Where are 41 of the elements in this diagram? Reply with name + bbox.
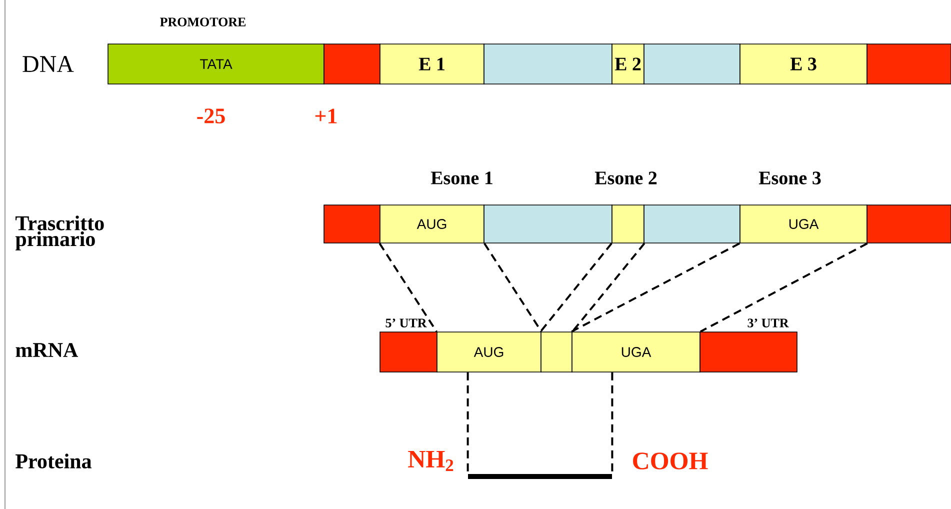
terminus-label: COOH — [633, 452, 708, 470]
region-label: PROMOTORE — [160, 18, 246, 26]
segment-box — [644, 204, 740, 244]
exon-box: E 1 — [380, 44, 484, 84]
connector-line — [611, 372, 614, 474]
connector-line — [572, 242, 646, 332]
segment-box — [484, 204, 612, 244]
row-label: Proteina — [16, 454, 92, 468]
segment-box — [324, 44, 380, 84]
segment-box — [540, 332, 572, 372]
exon-label: Esone 2 — [594, 172, 657, 184]
exon-box: UGA — [740, 204, 868, 244]
region-label: 5’ UTR — [386, 318, 427, 328]
protein-bar — [468, 474, 612, 479]
segment-box — [866, 204, 951, 244]
row-label: Trascritto primario — [15, 216, 104, 250]
connector-line — [571, 242, 740, 332]
segment-box — [644, 44, 740, 84]
row-label: mRNA — [16, 343, 78, 357]
segment-box — [484, 44, 612, 84]
exon-label: Esone 3 — [758, 172, 821, 184]
segment-box — [612, 204, 644, 244]
segment-box — [324, 204, 380, 244]
segment-box — [700, 332, 798, 372]
connector-line — [484, 242, 542, 332]
connector-line — [378, 242, 438, 332]
segment-box: TATA — [108, 44, 324, 84]
segment-box — [866, 44, 951, 84]
connector-line — [700, 242, 868, 332]
segment-box — [380, 332, 438, 372]
position-label: -25 — [197, 108, 225, 124]
region-label: 3’ UTR — [748, 318, 789, 328]
exon-box: E 3 — [740, 44, 868, 84]
position-label: +1 — [315, 108, 337, 124]
exon-label: Esone 1 — [430, 172, 492, 184]
exon-box: E 2 — [612, 44, 644, 84]
connector-line — [540, 242, 612, 332]
terminus-label: NH$_{2}$ — [408, 450, 454, 472]
row-label: DNA — [22, 56, 74, 72]
connector-line — [466, 372, 469, 474]
exon-box: AUG — [380, 204, 484, 244]
